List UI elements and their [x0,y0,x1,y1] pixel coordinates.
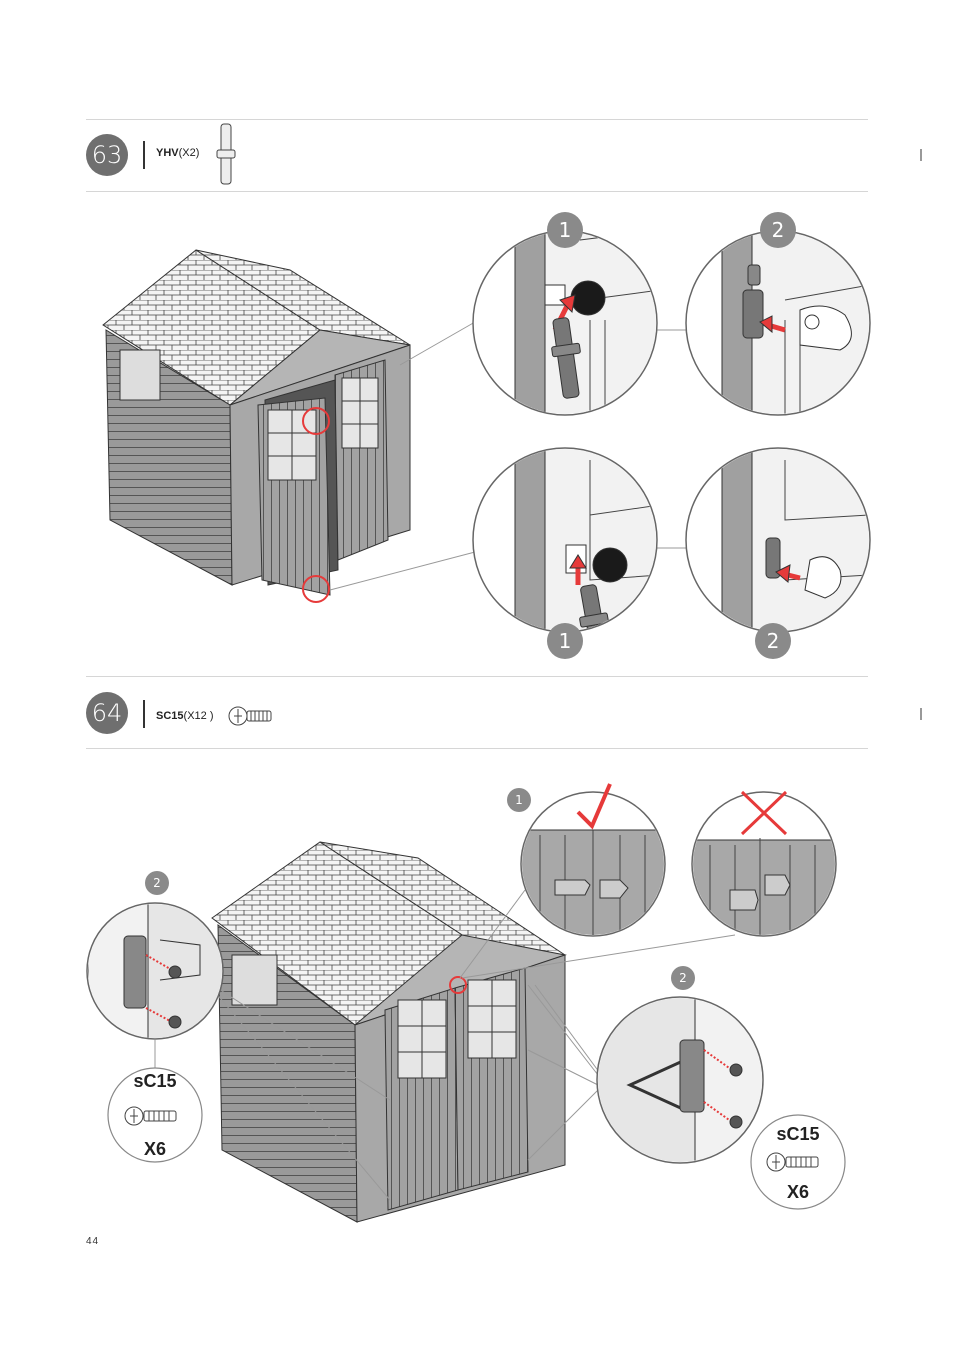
yhv-part-icon [217,124,235,184]
callout-number: 2 [145,871,169,895]
detail-left-hinge-screws [87,900,228,1040]
detail-bottom-press [686,447,882,647]
screw-icon [229,707,271,725]
screw-quantity-label: X6 [107,1139,203,1160]
callout-number: 2 [755,623,791,659]
callout-number: 2 [671,966,695,990]
detail-right-hinge-screws [595,995,765,1170]
page-number: 44 [86,1236,99,1247]
callout-number: 1 [547,623,583,659]
detail-correct-alignment [520,784,670,940]
callout-number: 1 [547,212,583,248]
shed-illustration-closed-doors [212,842,565,1222]
detail-incorrect-alignment [690,792,840,940]
detail-top-insert [473,230,665,430]
detail-top-press [686,230,882,430]
screw-code-label: sC15 [750,1124,846,1145]
shed-illustration-open-door [103,250,410,595]
callout-number: 1 [507,788,531,812]
screw-code-label: sC15 [107,1071,203,1092]
callout-number: 2 [760,212,796,248]
screw-quantity-label: X6 [750,1182,846,1203]
